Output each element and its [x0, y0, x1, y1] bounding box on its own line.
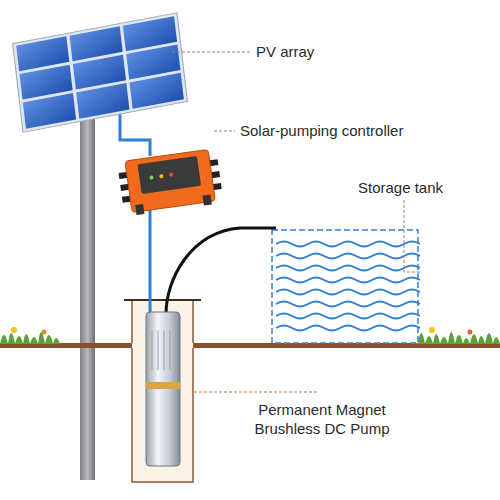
part-label: PV array — [256, 42, 314, 61]
pv-cell — [73, 55, 126, 90]
pump-wire — [149, 204, 152, 314]
part-label: Solar-pumping controller — [240, 121, 403, 140]
power-wire — [120, 112, 150, 156]
leader-lines — [172, 52, 420, 392]
wave — [276, 254, 420, 259]
grille-line — [152, 330, 153, 370]
water-waves — [276, 242, 420, 331]
wave — [276, 278, 420, 283]
flower — [468, 330, 473, 335]
grass-blades — [410, 332, 500, 344]
pv-cell — [70, 26, 123, 61]
leader-line — [172, 52, 252, 53]
ground-line — [0, 343, 500, 348]
solar-panel — [13, 13, 188, 133]
leader-line — [404, 200, 420, 272]
panel-frame — [13, 13, 188, 133]
pump-grille — [152, 330, 170, 370]
wave — [276, 266, 420, 271]
pv-cell — [126, 44, 180, 79]
pv-cell — [16, 36, 69, 71]
grass-right — [410, 327, 500, 344]
leader-line — [194, 392, 318, 393]
flower — [11, 327, 17, 333]
part-label: Storage tank — [358, 178, 443, 197]
grille-line — [164, 330, 165, 370]
grass-blades — [0, 332, 60, 344]
pv-cell — [23, 93, 76, 129]
grille-line — [170, 330, 171, 370]
wave — [276, 314, 420, 319]
wave — [276, 302, 420, 307]
wave — [276, 326, 420, 331]
led — [149, 175, 154, 180]
pv-cell — [130, 73, 184, 109]
leader-line — [214, 131, 235, 132]
mount-tab — [135, 204, 144, 215]
wave — [276, 290, 420, 295]
pump-band — [146, 382, 180, 389]
controller-box — [125, 149, 215, 212]
submersible-pump — [146, 312, 180, 466]
pv-cell — [20, 65, 73, 100]
well-shaft — [132, 300, 193, 482]
controller — [117, 148, 224, 216]
flower — [42, 330, 47, 335]
grille-line — [158, 330, 159, 370]
wave — [276, 242, 420, 247]
water-hose — [166, 228, 276, 314]
pv-cell — [76, 83, 129, 119]
panel-pole — [80, 95, 95, 480]
pv-cell — [123, 16, 177, 51]
flower — [429, 327, 435, 333]
grass-left — [0, 327, 60, 344]
mount-tab — [202, 195, 211, 206]
led — [169, 173, 174, 178]
part-label: Permanent Magnet Brushless DC Pump — [247, 400, 397, 438]
led — [159, 174, 164, 179]
controller-panel — [138, 156, 202, 194]
well-top — [124, 299, 201, 301]
